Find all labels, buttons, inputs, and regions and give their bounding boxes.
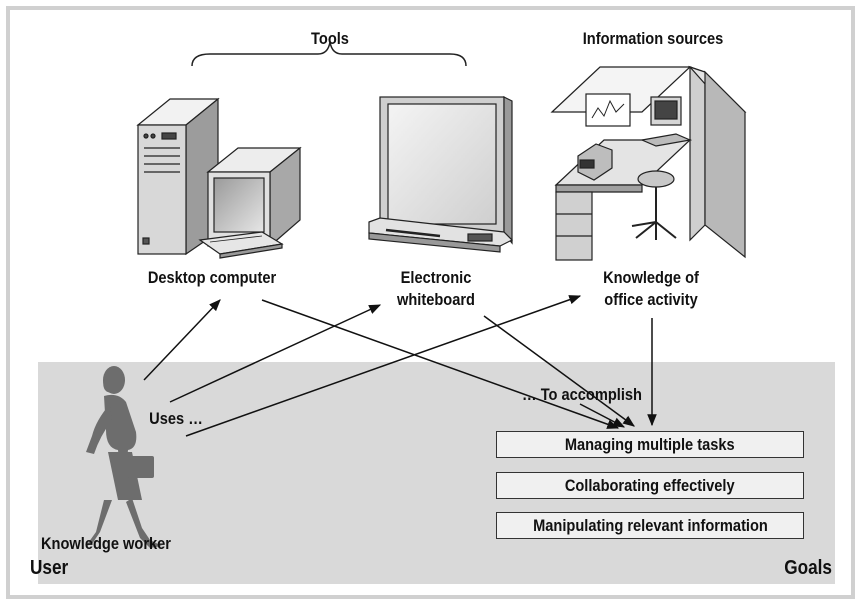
office-cubicle-icon xyxy=(550,65,747,261)
desktop-computer-label: Desktop computer xyxy=(147,268,277,287)
info-source-label-line1: Knowledge of xyxy=(603,268,699,287)
whiteboard-label-line2: whiteboard xyxy=(397,290,475,309)
goal-box-managing: Managing multiple tasks xyxy=(496,431,804,458)
knowledge-worker-silhouette-icon xyxy=(86,366,162,548)
tools-brace xyxy=(191,41,467,67)
goal-collaborating-text: Collaborating effectively xyxy=(565,475,735,495)
goal-manipulating-text: Manipulating relevant information xyxy=(532,515,768,535)
whiteboard-label-line1: Electronic xyxy=(400,268,472,287)
goal-box-manipulating: Manipulating relevant information xyxy=(496,512,804,539)
arrow-whiteboard-goals xyxy=(483,315,635,427)
connection-arrows xyxy=(143,295,657,437)
goal-box-collaborating: Collaborating effectively xyxy=(496,472,804,499)
electronic-whiteboard-icon xyxy=(368,96,514,253)
information-sources-heading: Information sources xyxy=(582,29,724,48)
info-source-label-line2: office activity xyxy=(604,290,698,309)
goal-managing-text: Managing multiple tasks xyxy=(565,434,735,454)
uses-text: Uses … xyxy=(149,409,203,428)
arrow-uses-whiteboard xyxy=(169,304,382,403)
user-label: User xyxy=(30,557,69,579)
arrow-desktop-goals xyxy=(261,299,620,429)
arrow-accomplish-goals xyxy=(579,403,626,428)
desktop-computer-icon xyxy=(136,97,302,259)
accomplish-text: … To accomplish xyxy=(522,385,642,404)
arrow-uses-desktop xyxy=(143,299,221,381)
tools-heading: Tools xyxy=(311,29,349,48)
arrow-uses-info xyxy=(185,295,582,437)
goals-label: Goals xyxy=(784,557,832,579)
knowledge-worker-caption: Knowledge worker xyxy=(41,534,171,553)
